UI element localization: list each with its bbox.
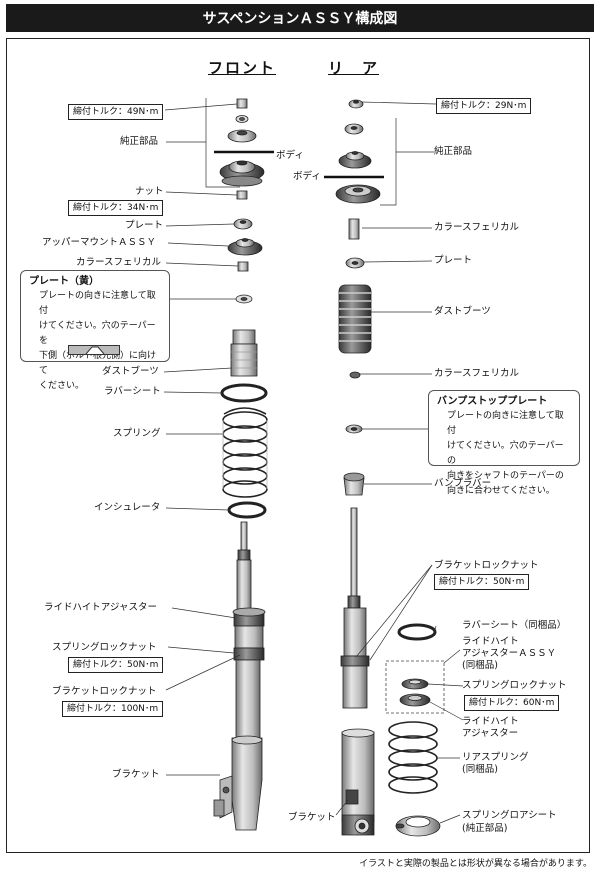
rear-lower-seat-label-2: (純正部品) [462, 823, 508, 834]
front-nut [236, 190, 248, 200]
front-dust-boot-label: ダストブーツ [102, 366, 159, 377]
front-leader-lines [163, 98, 241, 776]
rear-rh-adjuster-assy-label-1: ライドハイト [462, 636, 519, 647]
front-body-label: ボディ [276, 150, 304, 161]
front-upper-mount [227, 238, 263, 256]
front-washer-small [235, 115, 249, 123]
rear-rubber-seat [397, 623, 437, 641]
front-spring-label: スプリング [113, 428, 161, 439]
rear-collar-label: カラースフェリカル [434, 368, 520, 379]
rear-rh-adjuster-label-1: ライドハイト [462, 716, 519, 727]
rear-bump-stop-note: バンプストッププレート プレートの向きに注意して取付 けてください。穴のテーパー… [428, 390, 580, 496]
rear-lower-seat [395, 815, 441, 837]
front-genuine-mount [219, 160, 265, 187]
rear-top-nut [348, 99, 364, 109]
front-genuine-upper [227, 129, 257, 143]
rear-dust-boot [338, 284, 372, 354]
front-genuine-parts-label: 純正部品 [120, 136, 159, 147]
rear-rh-adjuster-label-2: アジャスター [462, 728, 519, 739]
rear-collar-top [348, 218, 360, 240]
rear-rubber-seat-label: ラバーシート（同梱品） [462, 620, 567, 631]
rear-torque-bracket: 締付トルク：50N･m [434, 574, 530, 590]
rear-plate [345, 257, 365, 269]
front-rubber-seat [220, 383, 268, 403]
rear-bump-rubber-label: バンプラバー [434, 478, 492, 489]
rear-genuine-parts-label: 純正部品 [434, 146, 473, 157]
rear-bracket [341, 728, 375, 836]
front-dust-boot [230, 329, 258, 377]
rear-bump-rubber [343, 472, 365, 496]
front-note-body: プレートの向きに注意して取付 けてください。穴のテーパーを 下側（ボルト根元側）… [39, 291, 157, 391]
rear-rh-adjuster [399, 693, 431, 707]
rear-bracket-lock-nut-label: ブラケットロックナット [434, 560, 539, 571]
rear-torque-spring-lock: 締付トルク：60N･m [464, 695, 560, 711]
rear-torque-top: 締付トルク：29N･m [436, 98, 532, 114]
front-insulator [227, 501, 267, 519]
rear-note-body: プレートの向きに注意して取付 けてください。穴のテーパーの 向きをシャフトのテー… [447, 411, 564, 496]
front-plate [233, 218, 253, 230]
rear-body-label: ボディ [293, 171, 321, 182]
rear-note-title: バンプストッププレート [437, 396, 548, 407]
front-note-title: プレート（黄） [29, 276, 99, 287]
rear-spring-lock-nut-label: スプリングロックナット [462, 680, 567, 691]
rear-rh-adjuster-assy-label-3: (同梱品) [462, 660, 498, 671]
front-upper-mount-label: アッパーマウントＡＳＳＹ [42, 237, 157, 248]
front-plate-label: プレート [125, 220, 164, 231]
rear-genuine-lower [335, 184, 381, 204]
rear-rh-adjuster-assy-label-2: アジャスターＡＳＳＹ [462, 648, 557, 659]
front-torque-bracket: 締付トルク：100N･m [62, 701, 164, 717]
front-bracket [213, 735, 263, 831]
front-torque-nut: 締付トルク：34N･m [68, 200, 164, 216]
front-torque-spring-lock: 締付トルク：50N･m [68, 657, 164, 673]
front-collar-label: カラースフェリカル [76, 257, 162, 268]
front-nut-label: ナット [135, 186, 164, 197]
rear-dust-boot-label: ダストブーツ [434, 306, 491, 317]
front-yellow-plate [235, 294, 253, 304]
front-spring [222, 407, 268, 498]
rear-washer [344, 123, 364, 135]
rear-spring-label-1: リアスプリング [462, 752, 529, 763]
rear-genuine-mount [338, 151, 372, 169]
rear-spring-lock-nut [401, 678, 429, 690]
front-rh-adjuster-label: ライドハイトアジャスター [44, 602, 157, 613]
front-spring-lock-nut-label: スプリングロックナット [52, 642, 157, 653]
front-bracket-lock-nut-label: ブラケットロックナット [52, 686, 157, 697]
front-torque-top: 締付トルク：49N･m [68, 104, 164, 120]
front-header: フロント [208, 59, 277, 77]
rear-spring [388, 721, 438, 794]
front-collar [237, 261, 249, 272]
page-title: サスペンションＡＳＳＹ構成図 [6, 4, 594, 32]
front-note-plate-icon [68, 345, 120, 355]
front-bracket-label: ブラケット [112, 769, 160, 780]
rear-leader-lines [335, 101, 464, 824]
rear-collar-top-label: カラースフェリカル [434, 222, 520, 233]
rear-bracket-label: ブラケット [288, 812, 336, 823]
rear-collar [349, 371, 361, 379]
front-insulator-label: インシュレータ [94, 502, 161, 513]
disclaimer-footer: イラストと実際の製品とは形状が異なる場合があります。 [359, 859, 592, 869]
rear-shock [340, 507, 370, 709]
front-rubber-seat-label: ラバーシート [104, 386, 161, 397]
rear-header: リ ア [328, 59, 380, 77]
rear-plate-label: プレート [434, 255, 473, 266]
rear-lower-seat-label-1: スプリングロアシート [462, 810, 557, 821]
diagram-frame [6, 38, 590, 853]
rear-spring-label-2: (同梱品) [462, 764, 498, 775]
rear-bump-stop-plate [345, 424, 363, 434]
front-shock [232, 521, 266, 741]
front-top-nut [236, 98, 248, 109]
